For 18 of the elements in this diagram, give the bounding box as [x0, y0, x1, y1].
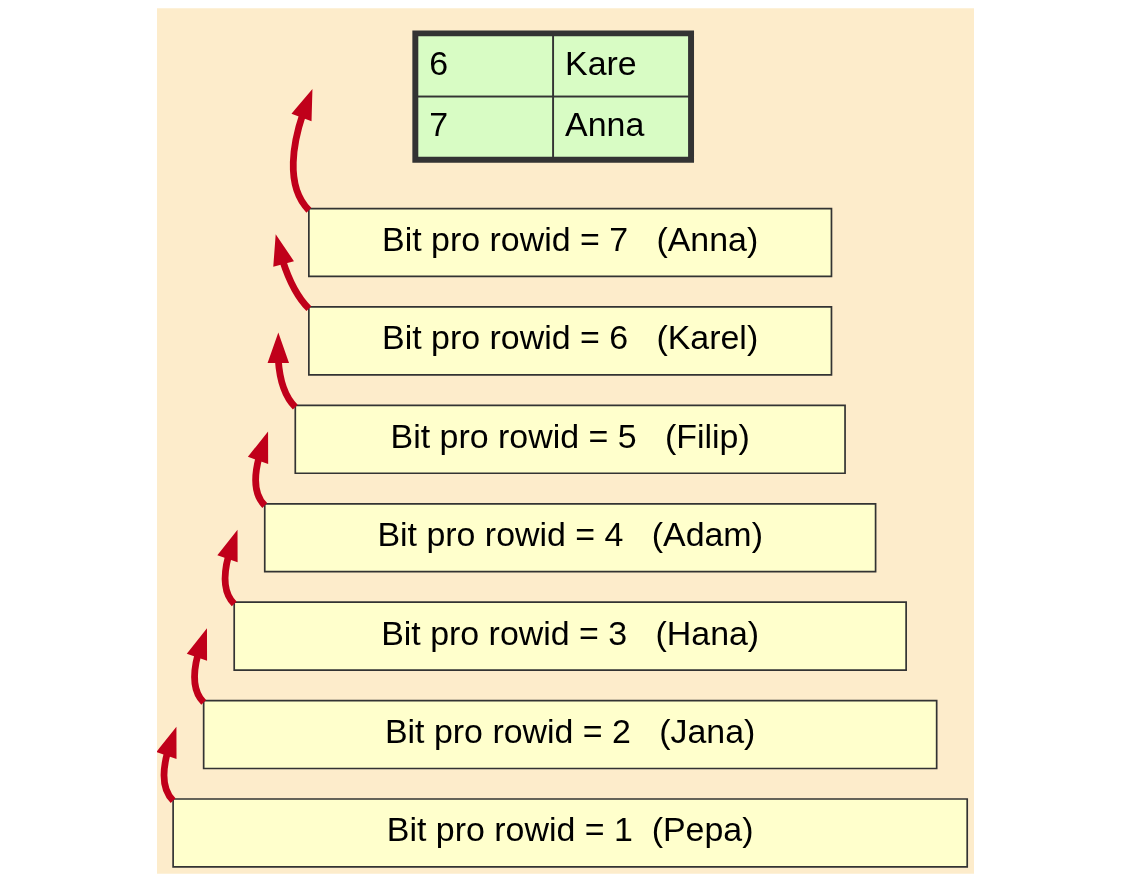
arrow — [216, 529, 238, 607]
label: Anna — [564, 104, 644, 143]
arrow — [267, 332, 298, 410]
arrow — [156, 726, 177, 803]
node-box: Bit pro rowid = 3 (Hana) — [232, 601, 907, 671]
label: 6 — [428, 43, 448, 82]
node-box: Bit pro rowid = 5 (Filip) — [293, 404, 846, 475]
label: 7 — [428, 104, 448, 143]
arrow — [272, 234, 311, 311]
arrow — [289, 88, 312, 213]
node-box: Bit pro rowid = 2 (Jana) — [202, 699, 937, 770]
label: Kare — [564, 43, 637, 82]
node-box: Bit pro rowid = 6 (Karel) — [307, 306, 832, 376]
node-box: Bit pro rowid = 4 (Adam) — [263, 502, 876, 573]
node-box: Bit pro rowid = 1 (Pepa) — [171, 798, 968, 868]
arrow — [186, 628, 207, 705]
arrow — [247, 431, 268, 508]
node-box: Bit pro rowid = 7 (Anna) — [307, 207, 832, 278]
